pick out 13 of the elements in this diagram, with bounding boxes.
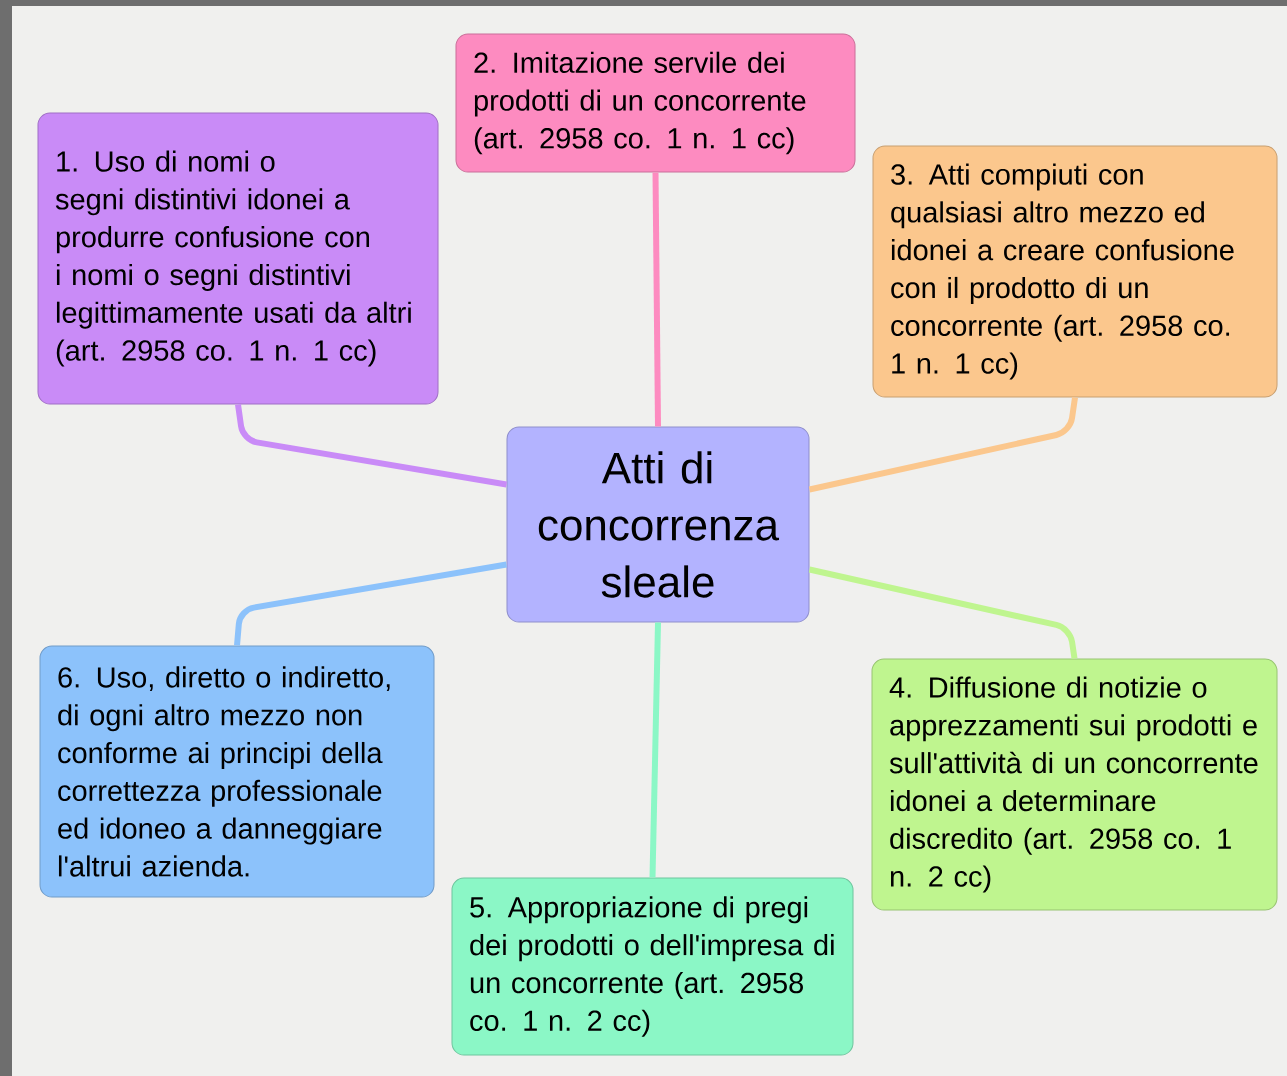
branch-line xyxy=(234,561,507,646)
branch-line xyxy=(808,397,1078,493)
branch-line xyxy=(235,404,507,488)
branch-box: 5. Appropriazione di pregi dei prodotti o dell'impresa di un concorrente (art. 2958 co. 1 n. 2 cc) xyxy=(451,877,854,1056)
branch-line xyxy=(808,566,1078,659)
branch-box: 2. Imitazione servile dei prodotti di un concorrente (art. 2958 co. 1 n. 1 cc) xyxy=(455,33,856,173)
branch-box: 3. Atti compiuti con qualsiasi altro mezzo ed idonei a creare confusione con il prodotto di un concorrente (art. 2958 co. 1 n. 1 cc) xyxy=(872,145,1278,398)
branch-box: 4. Diffusione di notizie o apprezzamenti sui prodotti e sull'attività di un concorrente idonei a determinare discredito (art. 2958 co. 1 n. 2 cc) xyxy=(871,658,1278,911)
branch-line xyxy=(652,172,661,427)
branch-line xyxy=(649,622,661,878)
topic-box: Atti di concorrenza sleale xyxy=(506,426,810,623)
branch-box: 6. Uso, diretto o indiretto, di ogni altro mezzo non conforme ai principi della correttezza professionale ed idoneo a danneggiare l'altrui azienda. xyxy=(39,645,435,898)
branch-box: 1. Uso di nomi o segni distintivi idonei a produrre confusione con i nomi o segni distintivi legittimamente usati da altri (art. 2958 co. 1 n. 1 cc) xyxy=(37,112,439,405)
